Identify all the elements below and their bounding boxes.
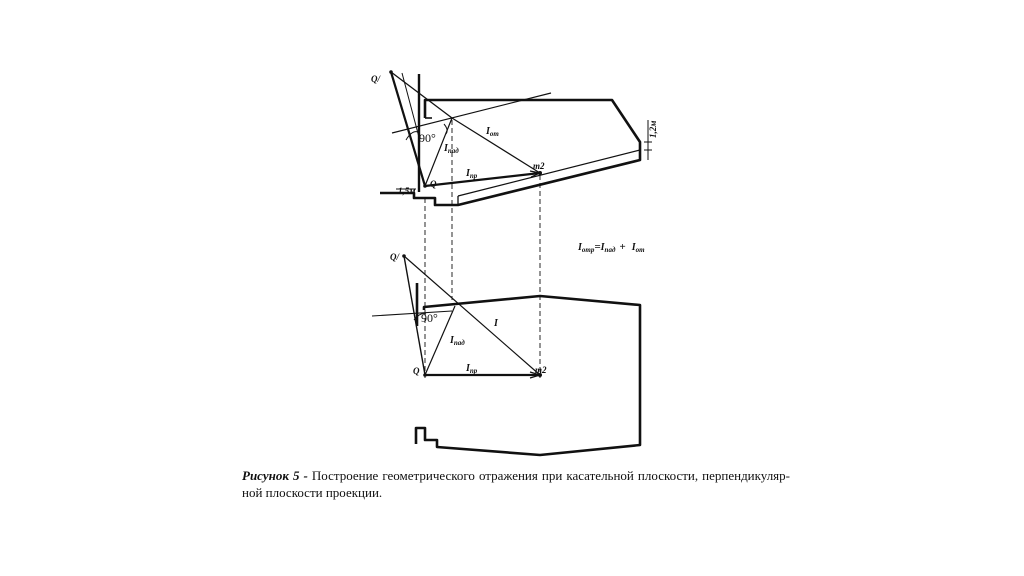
top-ray-qprime-q xyxy=(389,71,427,187)
formula-lhs-sub: отр xyxy=(582,246,595,254)
formula-eq: = xyxy=(594,241,600,253)
bottom-point-qprime-dot xyxy=(402,254,406,258)
top-label-dim-right: 1,2м xyxy=(648,121,658,138)
top-tangent-line xyxy=(391,92,552,134)
formula-term1-sub: пад xyxy=(605,246,616,254)
top-incident-main: I xyxy=(443,143,449,154)
bottom-label-incident: Iпад xyxy=(449,335,465,347)
top-point-m2-dot xyxy=(538,171,542,175)
bottom-projection-main: I xyxy=(465,363,471,374)
top-incident-ray xyxy=(424,117,453,187)
bottom-label-angle: 90° xyxy=(421,311,438,325)
formula: Iотр=Iпад+Iот xyxy=(577,241,645,254)
bottom-incident-sub: пад xyxy=(454,339,465,347)
bottom-label-m2: m2 xyxy=(535,365,547,375)
bottom-tangent-line xyxy=(371,310,453,317)
projection-dashes xyxy=(424,120,541,378)
bottom-label-projection: Iпр xyxy=(465,363,478,375)
caption-label: Рисунок 5 - xyxy=(242,468,308,483)
formula-plus: + xyxy=(619,241,625,253)
top-incident-sub: пад xyxy=(448,147,459,155)
formula-term2-sub: от xyxy=(636,246,646,254)
top-point-qprime-dot xyxy=(389,70,393,74)
bottom-ray-qprime-q xyxy=(403,255,426,376)
top-reflected-sub: от xyxy=(490,130,500,138)
top-label-angle: 90° xyxy=(419,131,436,145)
top-projection-sub: пр xyxy=(470,172,478,180)
top-label-dim-left: 1,5м xyxy=(398,186,415,196)
bottom-point-q-dot xyxy=(423,373,427,377)
bottom-label-qprime: Q/ xyxy=(390,252,400,262)
top-projection-main: I xyxy=(465,168,471,179)
bottom-ray-qprime-m2 xyxy=(403,255,541,376)
top-reflected-main: I xyxy=(485,126,491,137)
figure-caption: Рисунок 5 - Построение геометрического о… xyxy=(242,467,790,501)
top-ray-qprime-reflect xyxy=(390,71,453,119)
bottom-point-m2-dot xyxy=(538,373,542,377)
bottom-incident-ray xyxy=(424,305,456,376)
top-label-incident: Iпад xyxy=(443,143,459,155)
top-label-q: Q xyxy=(430,179,437,189)
caption-text: Построение геометрического отражения при… xyxy=(242,468,790,500)
top-view xyxy=(380,71,652,207)
formula-term2-main: I xyxy=(631,242,637,253)
top-ramp-line xyxy=(457,149,641,197)
bottom-incident-main: I xyxy=(449,335,455,346)
bottom-building-outline-upper xyxy=(414,294,642,457)
top-normal-line xyxy=(401,72,421,142)
bottom-projection-sub: пр xyxy=(470,367,478,375)
formula-lhs-main: I xyxy=(577,242,583,253)
top-label-qprime: Q/ xyxy=(371,74,381,84)
top-reflected-ray xyxy=(451,117,541,174)
top-label-projection: Iпр xyxy=(465,168,478,180)
top-angle-arc xyxy=(405,131,419,141)
bottom-label-q: Q xyxy=(413,366,420,376)
top-angle-arc-2 xyxy=(443,123,448,135)
formula-term1-main: I xyxy=(600,242,606,253)
bottom-angle-arc xyxy=(413,313,427,321)
top-point-q-dot xyxy=(423,184,427,188)
top-projection-ray xyxy=(424,171,541,188)
bottom-label-ray: I xyxy=(493,318,499,329)
top-label-m2: m2 xyxy=(533,161,545,171)
bottom-view xyxy=(371,255,642,457)
top-label-reflected: Iот xyxy=(485,126,499,138)
